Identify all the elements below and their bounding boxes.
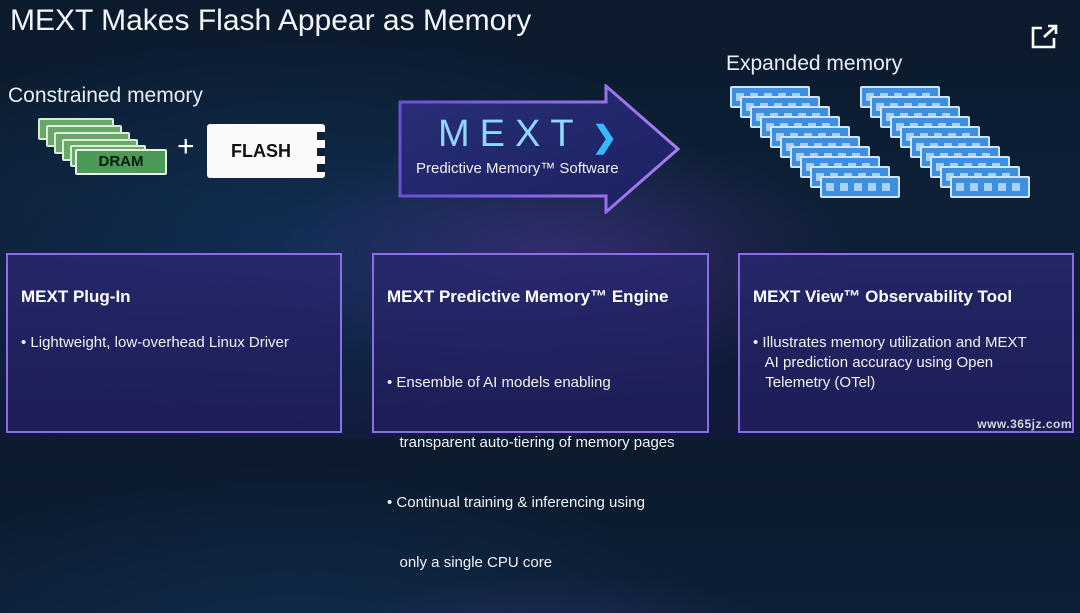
flash-label: FLASH [231,141,291,161]
card-mext-plug-in: MEXT Plug-In • Lightweight, low-overhead… [6,253,342,433]
mext-arrow-shape [398,84,680,214]
dram-module: DRAM [75,149,167,175]
plus-sign: + [177,130,195,163]
card-title: MEXT Predictive Memory™ Engine [387,287,669,306]
card-title: MEXT View™ Observability Tool [753,287,1013,306]
bullet-item: AI prediction accuracy using Open [753,354,994,371]
bullet-item: transparent auto-tiering of memory pages [387,434,675,451]
card-bullet-list: • Ensemble of AI models enabling transpa… [387,333,675,613]
card-bullet-list: • Illustrates memory utilization and MEX… [753,333,1027,393]
bullet-item: only a single CPU core [387,554,553,571]
watermark-text: www.365jz.com [977,417,1072,431]
card-bullet-list: • Lightweight, low-overhead Linux Driver [21,333,289,353]
bullet-item: • Ensemble of AI models enabling [387,374,611,391]
chevron-right-icon: ❯ [592,121,618,154]
card-predictive-memory-engine: MEXT Predictive Memory™ Engine • Ensembl… [372,253,709,571]
bullet-item: • Continual training & inferencing using [387,494,645,511]
constrained-memory-label: Constrained memory [8,84,203,107]
flash-module: FLASH [207,124,325,178]
bullet-item: Telemetry (OTel) [753,374,876,391]
product-tagline: Predictive Memory™ Software [416,160,619,177]
card-title: MEXT Plug-In [21,287,131,306]
external-link-icon[interactable] [1030,24,1060,50]
expanded-memory-label: Expanded memory [726,52,903,75]
mext-logo-text: MEXT [438,113,584,155]
dram-label: DRAM [98,153,144,170]
bullet-item: • Lightweight, low-overhead Linux Driver [21,334,289,351]
slide-title: MEXT Makes Flash Appear as Memory [10,4,532,37]
bullet-item: • Illustrates memory utilization and MEX… [753,334,1027,351]
card-view-observability-tool: MEXT View™ Observability Tool • Illustra… [738,253,1074,433]
